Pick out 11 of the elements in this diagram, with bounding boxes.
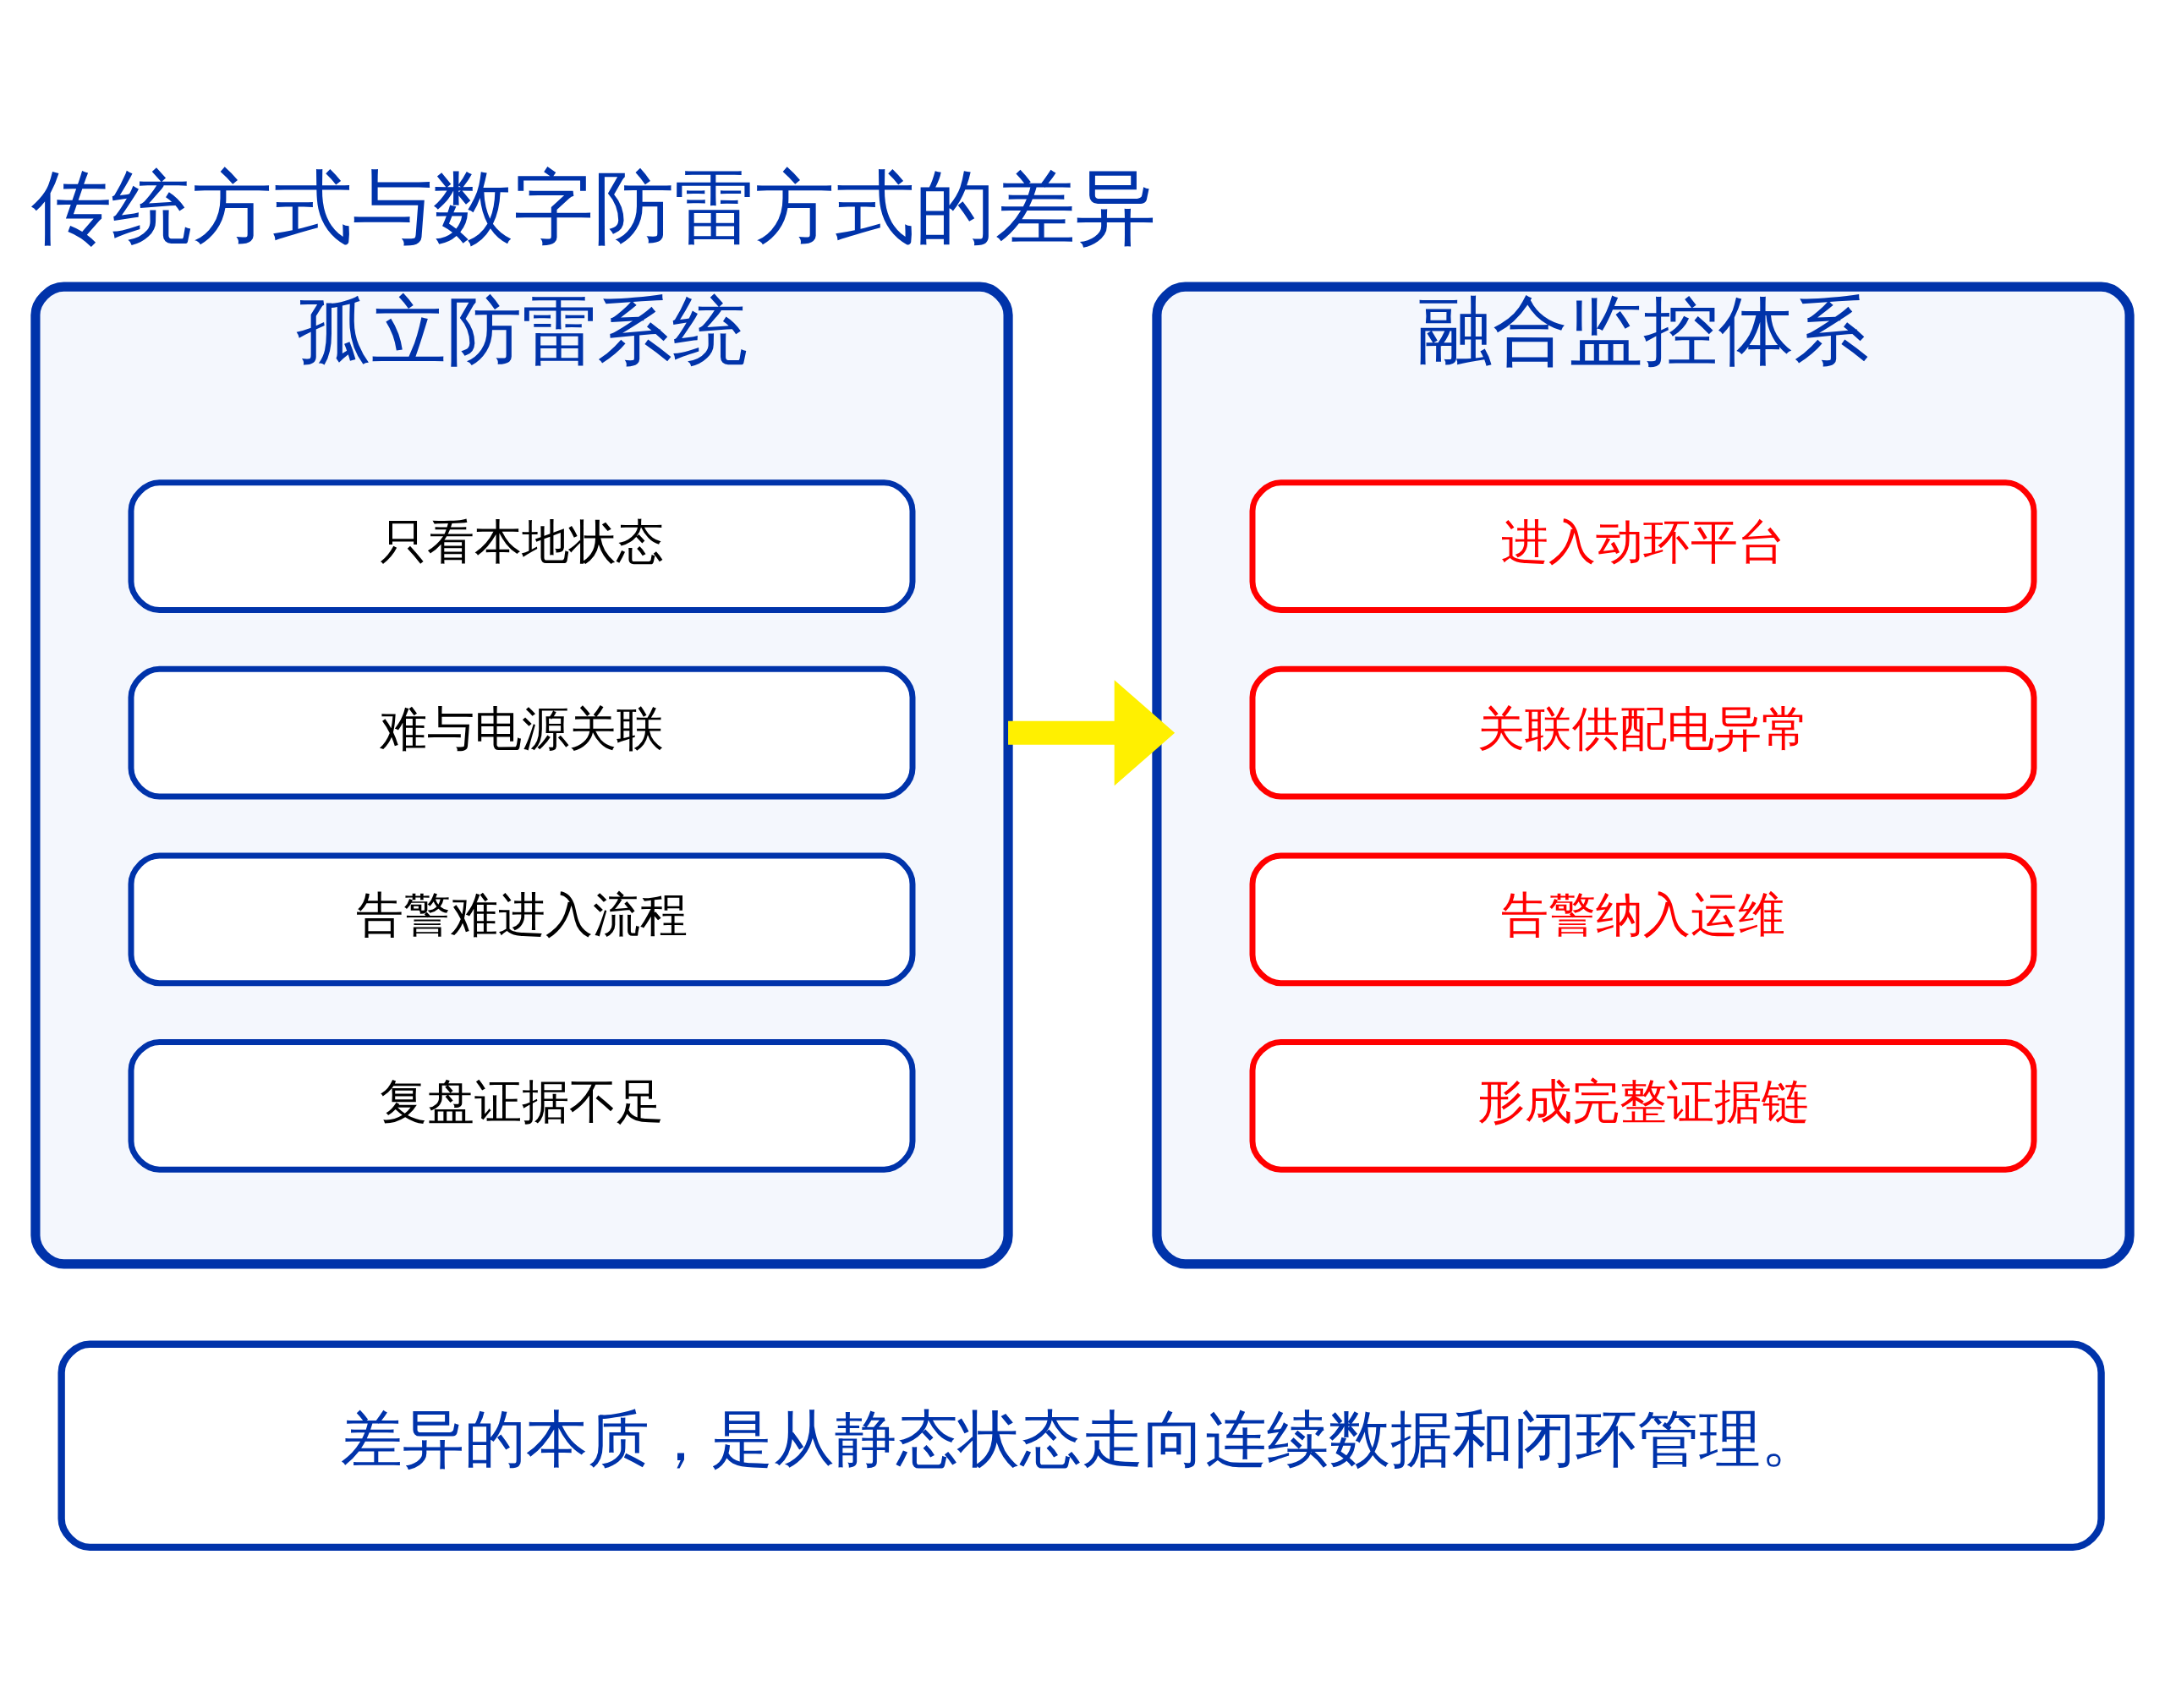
diagram-title: 传统方式与数字防雷方式的差异: [31, 160, 1157, 254]
arrow: [1008, 679, 1176, 786]
node-box: 复盘证据不足: [128, 1038, 916, 1173]
node-box: 只看本地状态: [128, 479, 916, 613]
node-box: 告警纳入运维: [1249, 851, 2037, 986]
node-box: 关联供配电异常: [1249, 665, 2037, 800]
node-box: 难与电源关联: [128, 665, 916, 800]
node-box: 差异的本质，是从静态状态走向连续数据和闭环管理。: [58, 1340, 2105, 1551]
node-box: 进入动环平台: [1249, 479, 2037, 613]
node-box: 形成完整证据链: [1249, 1038, 2037, 1173]
node-box: 告警难进入流程: [128, 851, 916, 986]
